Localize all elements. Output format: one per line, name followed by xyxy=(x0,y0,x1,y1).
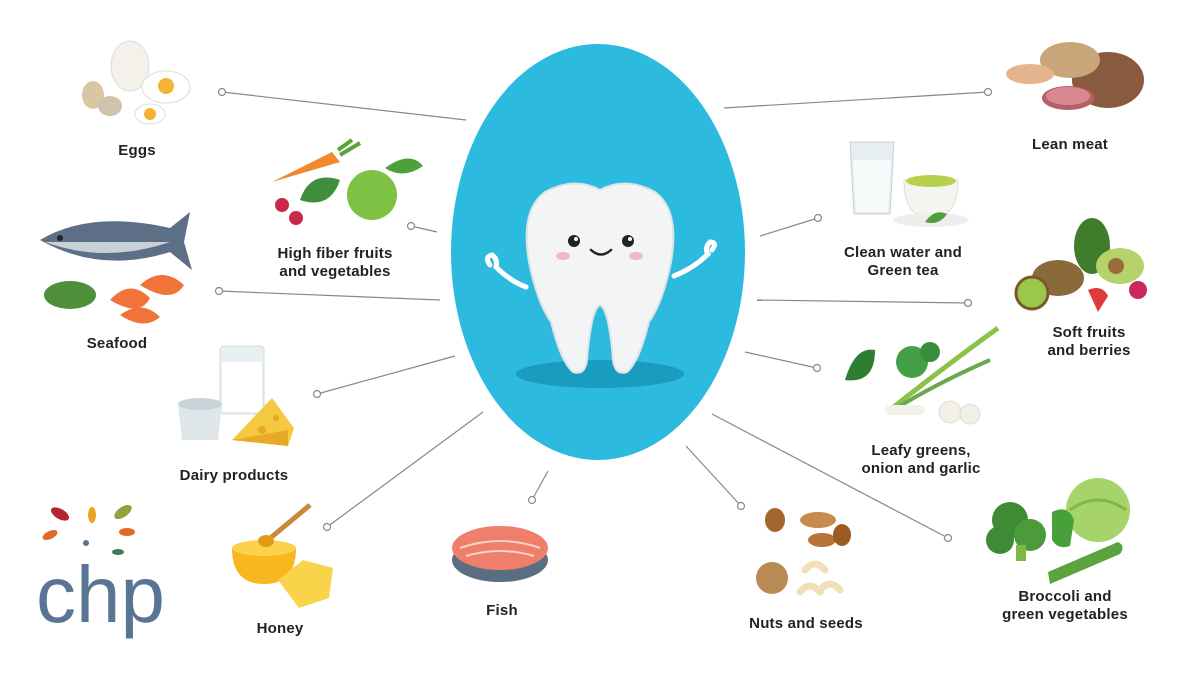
food-label-line: Green tea xyxy=(867,262,939,279)
food-label-leafy: Leafy greens,onion and garlic xyxy=(861,442,980,478)
connector-line-dairy xyxy=(316,355,456,395)
food-label-line: Soft fruits xyxy=(1052,324,1126,341)
food-label-nuts: Nuts and seeds xyxy=(749,615,863,633)
berries-icon xyxy=(1014,218,1147,312)
connector-line-soft-fruits xyxy=(756,299,969,304)
food-label-line: Eggs xyxy=(118,142,156,159)
dairy-icon xyxy=(178,345,294,446)
connector-lines xyxy=(214,87,993,543)
logo-text: chp xyxy=(36,550,165,639)
food-label-line: Clean water and xyxy=(843,244,963,261)
connector-dot-soft-fruits xyxy=(963,298,973,308)
connector-dot-seafood xyxy=(214,286,224,296)
food-label-seafood: Seafood xyxy=(87,335,148,353)
connector-dot-dairy xyxy=(312,389,322,399)
connector-line-broccoli xyxy=(711,413,949,539)
broccoli-icon xyxy=(986,478,1130,584)
food-label-line: Seafood xyxy=(86,335,148,352)
connector-dot-water-tea xyxy=(813,213,823,223)
connector-dot-eggs xyxy=(217,87,227,97)
connector-line-water-tea xyxy=(759,217,819,237)
chp-logo: chp xyxy=(36,504,165,639)
connector-dot-broccoli xyxy=(943,533,953,543)
connector-line-honey xyxy=(326,411,484,528)
connector-dot-nuts xyxy=(736,501,746,511)
connector-dot-high-fiber xyxy=(406,221,416,231)
water-tea-icon xyxy=(849,141,969,227)
eggs-icon xyxy=(82,40,191,125)
food-label-honey: Honey xyxy=(257,620,304,638)
salmon-steak-icon xyxy=(452,526,548,582)
connector-line-eggs xyxy=(221,91,467,121)
food-label-fish: Fish xyxy=(486,602,518,620)
food-label-line: Nuts and seeds xyxy=(749,615,863,632)
leafy-greens-icon xyxy=(845,325,1000,425)
food-label-line: green vegetables xyxy=(1002,606,1128,623)
connector-line-lean-meat xyxy=(723,91,989,109)
food-label-line: Dairy products xyxy=(179,467,289,484)
food-label-line: Honey xyxy=(256,620,304,637)
connector-dot-lean-meat xyxy=(983,87,993,97)
food-label-line: onion and garlic xyxy=(861,460,981,477)
connector-dot-leafy xyxy=(812,363,822,373)
food-label-dairy: Dairy products xyxy=(180,467,289,485)
nuts-icon xyxy=(756,508,851,596)
food-label-lean-meat: Lean meat xyxy=(1032,136,1108,154)
seafood-icon xyxy=(40,212,192,324)
connector-line-nuts xyxy=(685,445,742,507)
food-label-line: High fiber fruits xyxy=(277,245,393,262)
food-label-line: Lean meat xyxy=(1032,136,1108,153)
connector-line-leafy xyxy=(744,351,818,369)
food-label-line: Broccoli and xyxy=(1018,588,1112,605)
food-label-eggs: Eggs xyxy=(118,142,155,160)
smiling-tooth-icon xyxy=(484,182,718,388)
food-label-line: and vegetables xyxy=(279,263,391,280)
connector-dot-honey xyxy=(322,522,332,532)
food-label-line: Fish xyxy=(486,602,518,619)
connector-line-fish xyxy=(531,470,549,501)
food-label-line: Leafy greens, xyxy=(871,442,971,459)
honey-icon xyxy=(232,503,333,608)
fruits-vegetables-icon xyxy=(272,138,423,225)
lean-meat-icon xyxy=(1006,42,1144,110)
food-label-line: and berries xyxy=(1047,342,1131,359)
connector-line-high-fiber xyxy=(410,225,438,233)
connector-dot-fish xyxy=(527,495,537,505)
connector-line-seafood xyxy=(218,290,441,301)
